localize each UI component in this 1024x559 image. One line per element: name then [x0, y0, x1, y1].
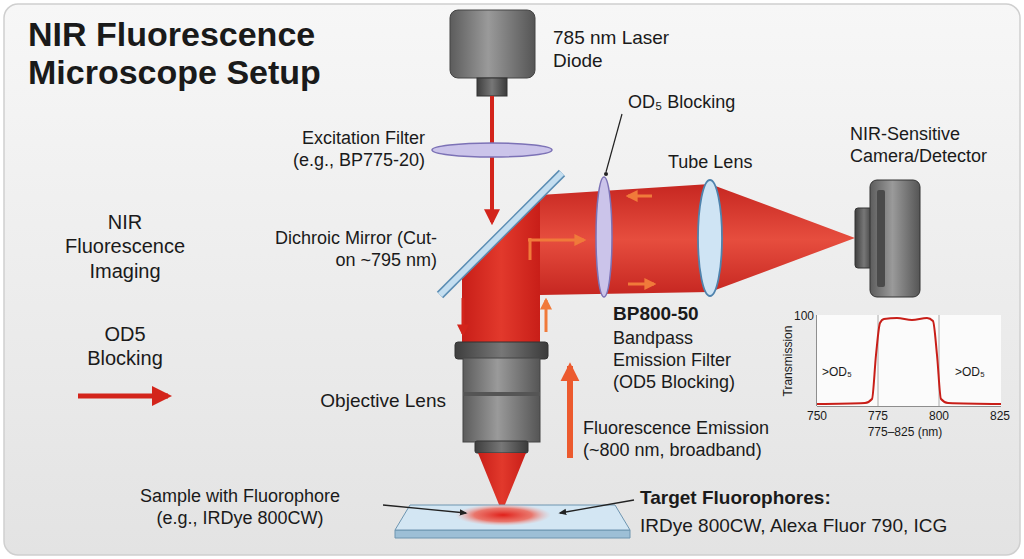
axis-title: Transmission [781, 316, 795, 406]
objective-lens [463, 358, 540, 442]
component-label: Bandpass Emission Filter (OD5 Blocking) [613, 328, 753, 394]
fluorophore-list: IRDye 800CW, Alexa Fluor 790, ICG [640, 514, 1015, 537]
beam-arrow [628, 195, 652, 198]
excitation-beam [490, 96, 494, 222]
objective-cap [455, 342, 548, 359]
dichroic-mirror [440, 173, 562, 295]
sample-slide [395, 505, 630, 530]
od5-arrow [78, 394, 168, 399]
beam-arrow [528, 239, 584, 242]
axis-tick: 825 [980, 409, 1020, 423]
tube-lens [698, 180, 722, 296]
fluorophore-heading: Target Fluorophores: [640, 486, 940, 509]
component-label: NIR-Sensitive Camera/Detector [850, 124, 1020, 168]
camera-detail [877, 190, 885, 287]
plot-ground [817, 315, 1001, 406]
background-panel [4, 4, 1020, 555]
component-label: Fluorescence Emission (~800 nm, broadban… [583, 418, 788, 462]
plot-area [817, 315, 1001, 406]
laser-diode [450, 10, 535, 78]
side-note: OD5 Blocking [75, 322, 175, 371]
objective-band [463, 392, 540, 396]
laser-aperture [477, 78, 507, 96]
emission-arrow [567, 366, 573, 458]
component-label: Sample with Fluorophore (e.g., IRDye 800… [125, 486, 355, 530]
beam-arrow [545, 300, 548, 332]
component-label: Excitation Filter (e.g., BP775-20) [265, 128, 425, 172]
beam-arrow [462, 298, 465, 334]
component-label: OD₅ Blocking [628, 92, 778, 114]
beam-arrow [628, 283, 654, 286]
excitation-filter [432, 143, 552, 157]
side-note: NIR Fluorescence Imaging [50, 210, 200, 283]
slide-edge [395, 530, 630, 538]
objective-tip [475, 441, 528, 453]
focus-cone [478, 453, 526, 512]
beam-arrow [529, 238, 532, 260]
camera-body [870, 180, 920, 297]
component-label: Dichroic Mirror (Cut-on ~795 nm) [267, 228, 437, 272]
blocking-label: >OD₅ [822, 365, 852, 379]
component-label: Objective Lens [296, 389, 446, 412]
leader-arrow [383, 505, 466, 513]
component-label: Tube Lens [668, 152, 778, 174]
transmission-curve [817, 318, 1001, 404]
axis-tick: 775 [858, 409, 898, 423]
leader-line [606, 114, 622, 172]
axis-tick: 800 [919, 409, 959, 423]
leader-dot [604, 172, 608, 176]
leader-arrow [560, 500, 634, 513]
component-label: 785 nm Laser Diode [553, 26, 688, 72]
axis-title: 775–825 (nm) [850, 425, 960, 439]
od5-filter [596, 177, 612, 297]
transmission-plot: >OD₅ >OD₅ [817, 315, 1001, 406]
filter-name: BP800-50 [613, 302, 763, 325]
dichroic-mirror-face [440, 173, 562, 295]
axis-tick: 100 [790, 309, 814, 323]
title: NIR Fluorescence Microscope Setup [28, 15, 358, 92]
vertical-beam [462, 195, 540, 345]
blocking-label: >OD₅ [955, 365, 985, 379]
fluorophore-glow [455, 504, 551, 526]
axis-tick: 750 [797, 409, 837, 423]
